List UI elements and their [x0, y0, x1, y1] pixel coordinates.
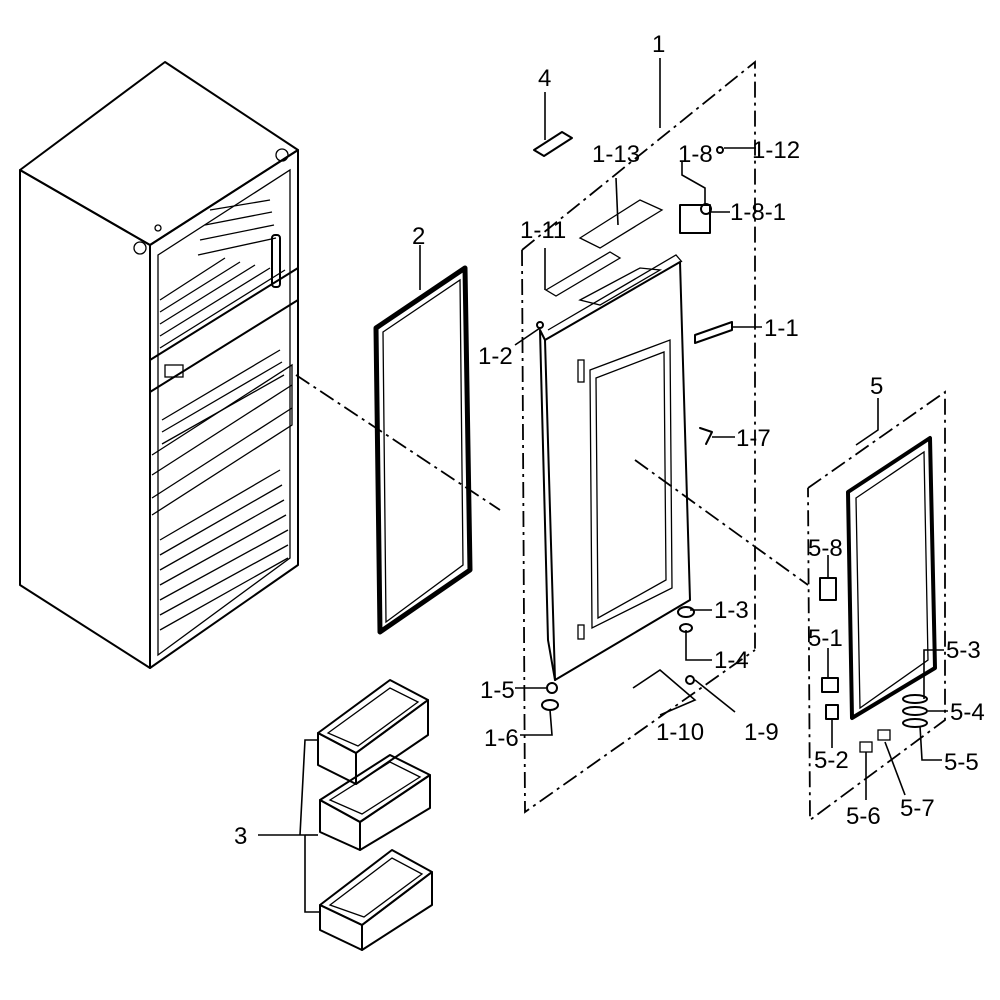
spring-part	[694, 321, 733, 344]
callout-1-8-1: 1-8-1	[730, 199, 786, 226]
callout-1-6: 1-6	[484, 725, 519, 752]
door-gasket	[373, 265, 473, 635]
switch-part	[819, 577, 837, 601]
stopper-part	[699, 427, 713, 445]
door-bin	[317, 679, 433, 951]
callout-4: 4	[538, 65, 551, 92]
cam-nut-part	[700, 203, 712, 215]
bushing-part	[546, 682, 558, 694]
rail-part-1	[902, 694, 928, 704]
hinge-bracket-part	[544, 251, 622, 297]
sensor-part	[825, 704, 839, 720]
callout-1: 1	[652, 31, 665, 58]
callout-5-3: 5-3	[946, 637, 981, 664]
callout-5-4: 5-4	[950, 699, 985, 726]
callout-1-11: 1-11	[520, 217, 566, 244]
callout-1-9: 1-9	[744, 719, 779, 746]
callout-1-5: 1-5	[480, 677, 515, 704]
pin-part	[685, 675, 695, 685]
leader-lines	[258, 58, 948, 913]
callout-5: 5	[870, 373, 883, 400]
module-part	[821, 677, 839, 693]
clip-part-2	[877, 729, 891, 741]
callout-5-2: 5-2	[814, 747, 849, 774]
callout-1-8: 1-8	[678, 141, 713, 168]
callout-5-5: 5-5	[944, 749, 979, 776]
callout-3: 3	[234, 823, 247, 850]
rail-part-2	[902, 706, 928, 716]
assembly-boundary	[295, 60, 946, 822]
callout-5-7: 5-7	[900, 795, 935, 822]
hinge-part	[578, 199, 664, 249]
door-bin-middle	[319, 754, 431, 851]
hinge-cover-part	[533, 131, 573, 157]
cam-part	[679, 204, 711, 234]
ring-part	[541, 699, 559, 711]
rail-part-3	[902, 718, 928, 728]
callout-2: 2	[412, 223, 425, 250]
callout-5-6: 5-6	[846, 803, 881, 830]
callout-1-12: 1-12	[752, 137, 800, 164]
callout-1-4: 1-4	[714, 647, 749, 674]
callout-labels: 1 4 1-13 1-8 1-12 1-8-1 1-11 2 1-1 1-2 5…	[234, 31, 985, 850]
screw-part-2	[536, 321, 544, 329]
refrigerator-cabinet	[19, 61, 299, 669]
clip-part-1	[859, 741, 873, 753]
door-bin-bottom	[319, 849, 433, 951]
callout-1-2: 1-2	[478, 343, 513, 370]
callout-1-7: 1-7	[736, 425, 771, 452]
callout-5-8: 5-8	[808, 535, 843, 562]
callout-1-13: 1-13	[592, 141, 640, 168]
callout-1-10: 1-10	[656, 719, 704, 746]
callout-1-3: 1-3	[714, 597, 749, 624]
callout-5-1: 5-1	[808, 625, 843, 652]
door-assembly	[539, 254, 691, 681]
hinge-cap-part	[677, 606, 695, 618]
door-inner-panel	[846, 436, 937, 720]
screw-part	[716, 146, 724, 154]
door-bin-top	[317, 679, 429, 785]
callout-1-1: 1-1	[764, 315, 799, 342]
small-parts	[533, 131, 928, 753]
